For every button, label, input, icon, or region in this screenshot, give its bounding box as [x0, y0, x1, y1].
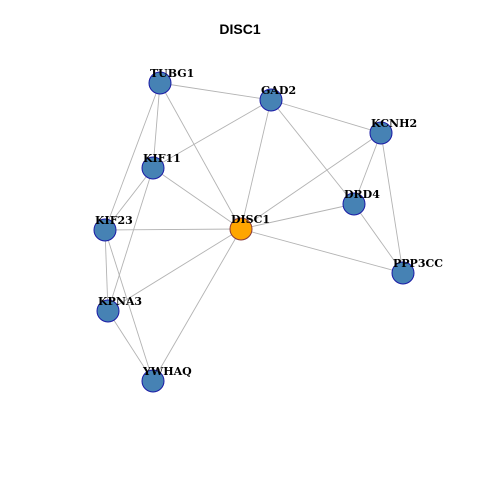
edge-kif23-kpna3 — [104, 229, 109, 312]
edge-kif11-disc1 — [152, 167, 242, 230]
edge-gad2-kif11 — [152, 99, 272, 169]
edge-disc1-kpna3 — [107, 228, 242, 312]
node-circle-disc1 — [229, 217, 253, 241]
node-ywhaq: YWHAQ — [141, 365, 192, 393]
node-ppp3cc: PPP3CC — [391, 257, 443, 285]
node-label-kif11: KIF11 — [143, 152, 181, 165]
edge-tubg1-kif23 — [104, 82, 161, 231]
edge-gad2-disc1 — [240, 99, 272, 230]
edge-kcnh2-ppp3cc — [380, 132, 404, 274]
node-disc1: DISC1 — [229, 213, 270, 241]
node-circle-gad2 — [259, 88, 283, 112]
node-label-ywhaq: YWHAQ — [142, 365, 192, 378]
edge-drd4-ppp3cc — [353, 203, 404, 274]
edge-kif11-kif23 — [104, 167, 154, 231]
node-drd4: DRD4 — [342, 188, 380, 216]
node-label-kif23: KIF23 — [95, 214, 133, 227]
node-label-tubg1: TUBG1 — [150, 67, 194, 80]
node-kcnh2: KCNH2 — [369, 117, 417, 145]
node-circle-kif23 — [93, 218, 117, 242]
node-label-drd4: DRD4 — [344, 188, 380, 201]
node-label-kpna3: KPNA3 — [98, 295, 142, 308]
node-circle-ywhaq — [141, 369, 165, 393]
node-label-disc1: DISC1 — [231, 213, 270, 226]
edge-kcnh2-drd4 — [353, 132, 382, 205]
node-tubg1: TUBG1 — [148, 67, 194, 95]
node-circle-kif11 — [141, 156, 165, 180]
edge-kcnh2-disc1 — [240, 132, 382, 230]
edge-gad2-kcnh2 — [270, 99, 382, 134]
node-label-gad2: GAD2 — [261, 84, 296, 97]
edge-disc1-ppp3cc — [240, 228, 404, 274]
node-label-kcnh2: KCNH2 — [371, 117, 417, 130]
node-circle-kpna3 — [96, 299, 120, 323]
edge-disc1-ywhaq — [152, 228, 242, 382]
edge-kpna3-ywhaq — [107, 310, 154, 382]
node-circle-ppp3cc — [391, 261, 415, 285]
edge-drd4-disc1 — [240, 203, 355, 230]
edge-gad2-drd4 — [270, 99, 355, 205]
graph-title: DISC1 — [219, 21, 261, 37]
node-circle-kcnh2 — [369, 121, 393, 145]
edge-kif11-kpna3 — [107, 167, 154, 312]
edge-kif23-disc1 — [104, 228, 242, 231]
node-kif11: KIF11 — [141, 152, 181, 180]
node-label-ppp3cc: PPP3CC — [393, 257, 443, 270]
edges-layer — [104, 82, 404, 382]
node-circle-drd4 — [342, 192, 366, 216]
edge-kif23-ywhaq — [104, 229, 154, 382]
edge-tubg1-kif11 — [152, 82, 161, 169]
node-kif23: KIF23 — [93, 214, 133, 242]
node-kpna3: KPNA3 — [96, 295, 142, 323]
edge-tubg1-disc1 — [159, 82, 242, 230]
node-circle-tubg1 — [148, 71, 172, 95]
edge-tubg1-gad2 — [159, 82, 272, 101]
node-gad2: GAD2 — [259, 84, 296, 112]
